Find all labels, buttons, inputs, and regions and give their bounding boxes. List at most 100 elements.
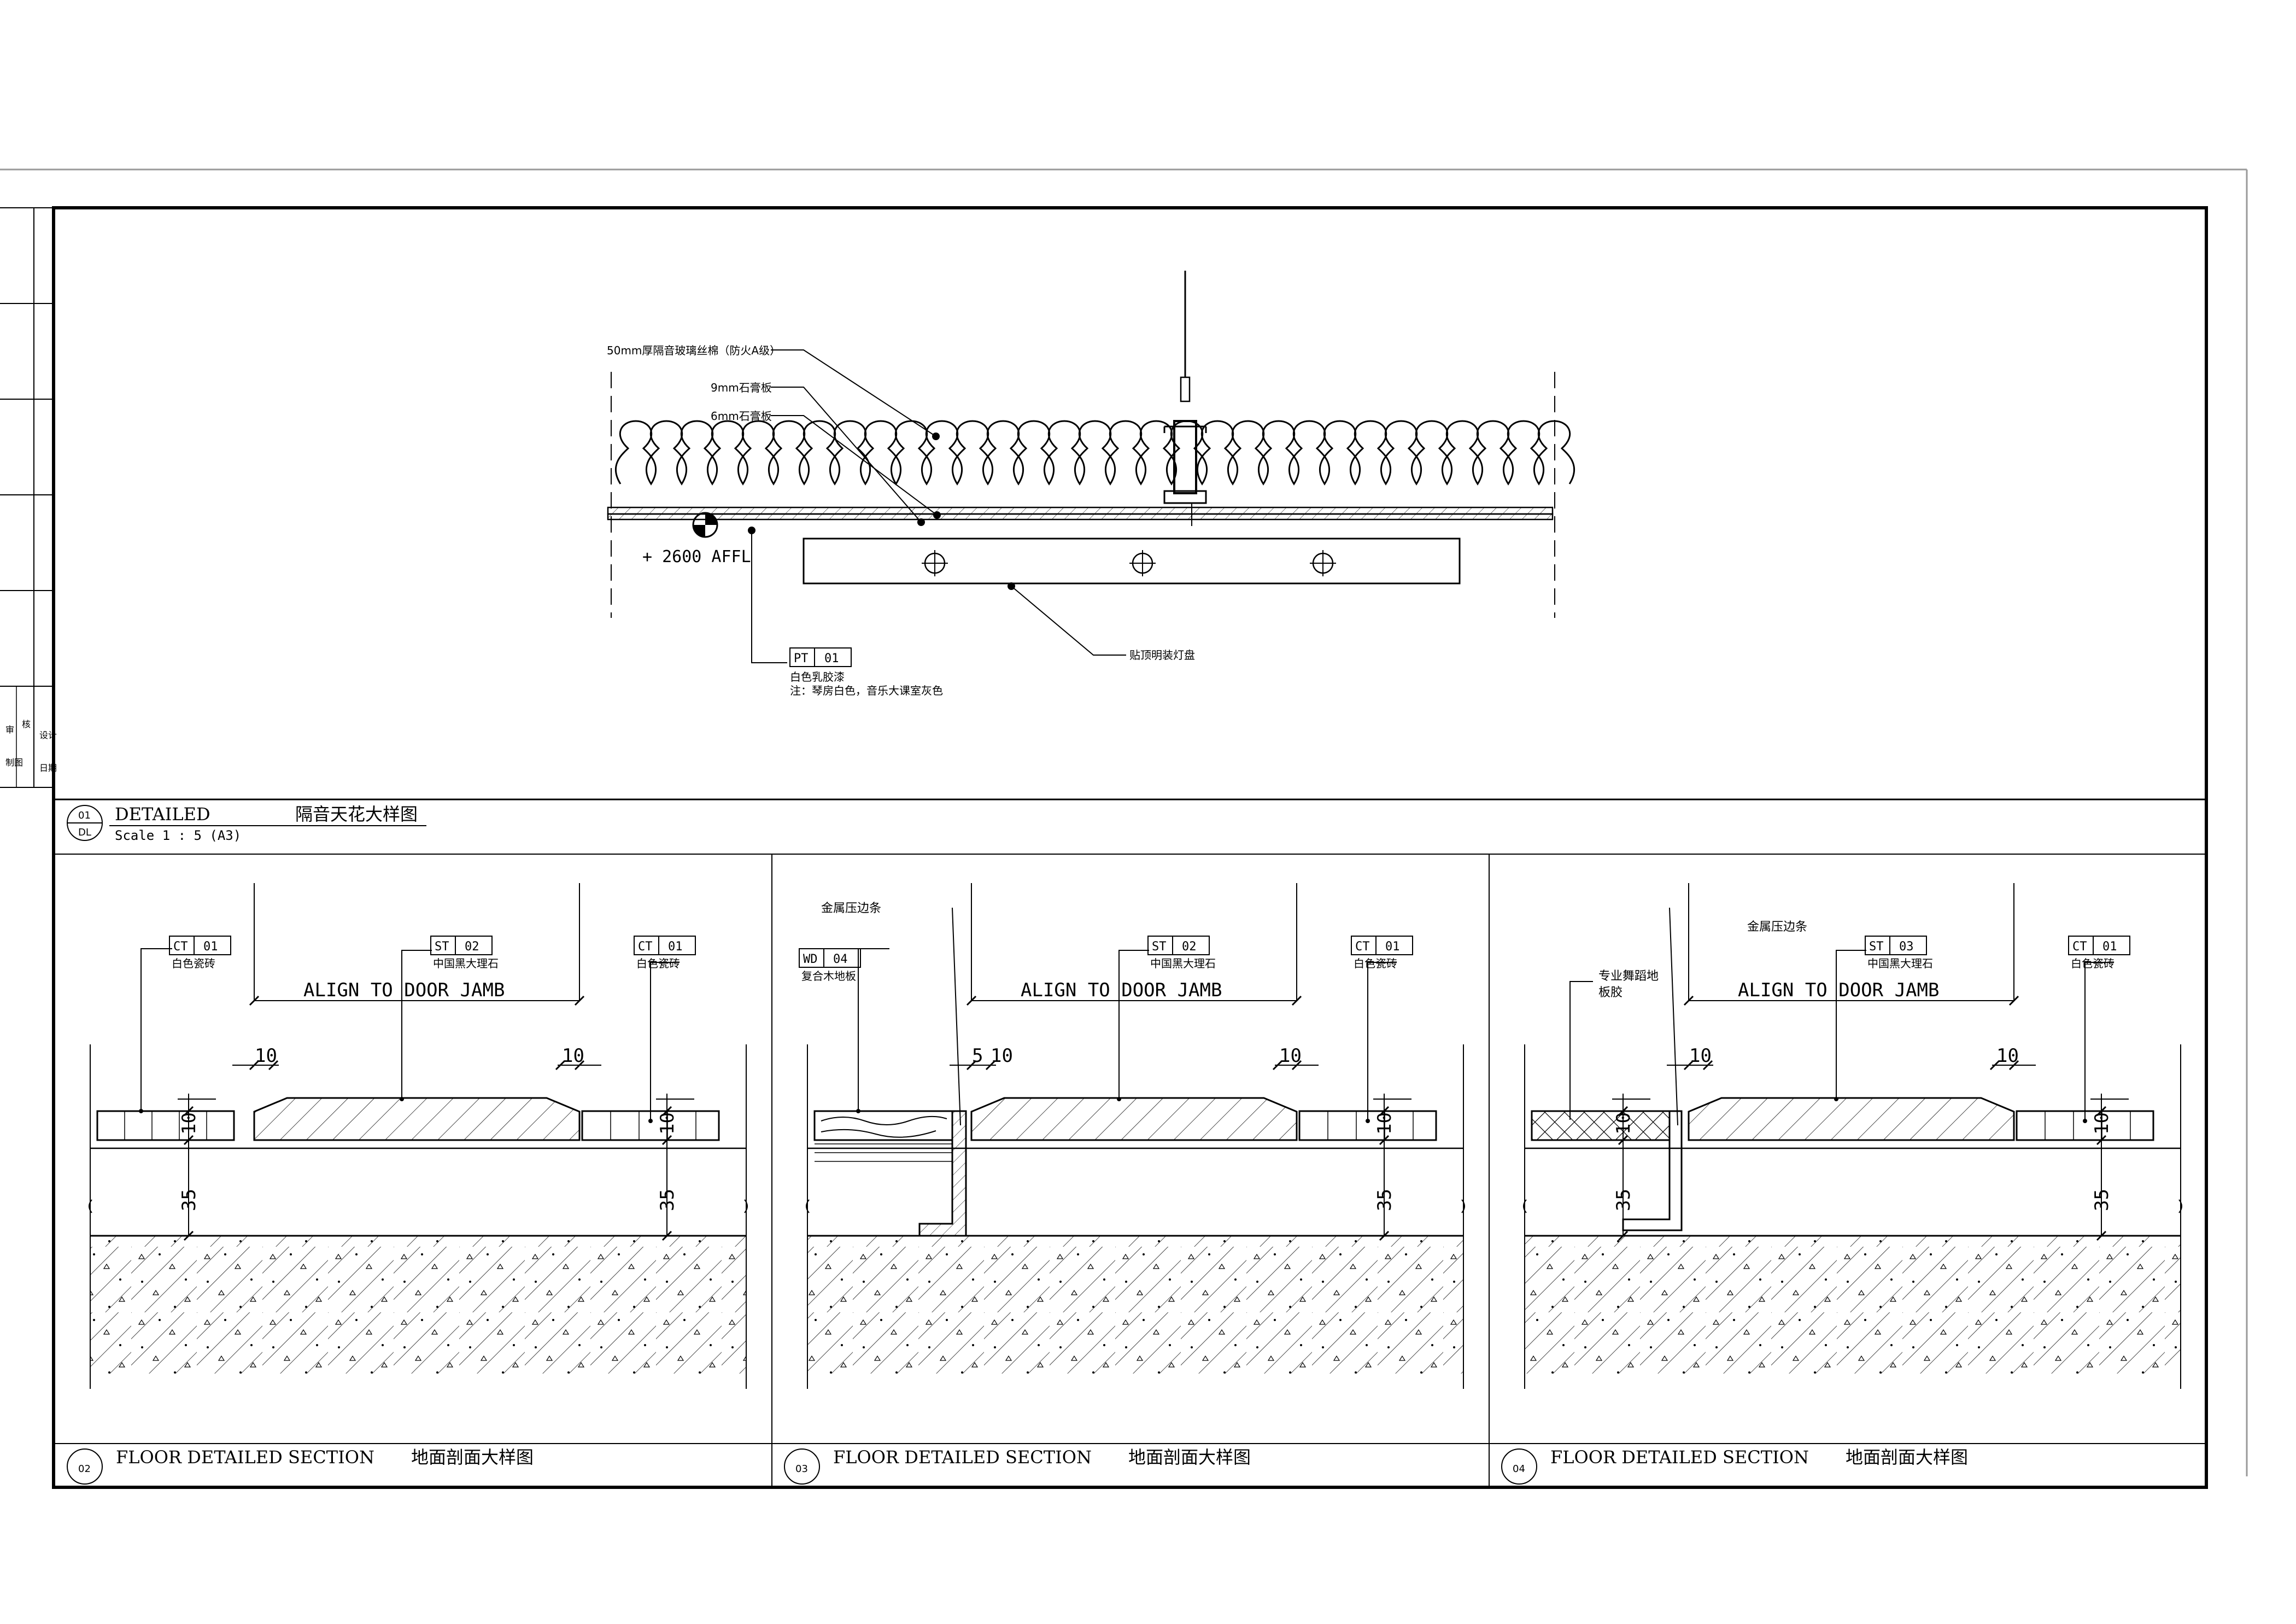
- tag-code: CT: [2072, 940, 2087, 954]
- tag-num: 01: [668, 940, 683, 954]
- tag-code: ST: [1152, 940, 1167, 954]
- title-cn: 地面剖面大样图: [411, 1447, 534, 1468]
- dim-text: 10: [1279, 1045, 1302, 1067]
- tag-desc: 白色瓷砖: [2071, 957, 2115, 970]
- break-mark: [2178, 1199, 2182, 1213]
- title-bubble: [67, 1448, 103, 1485]
- drawing-stroke: [966, 995, 977, 1006]
- drawing-stroke: [183, 1135, 194, 1146]
- drawing-stroke: [661, 1230, 672, 1241]
- tag-box: [1351, 936, 1413, 955]
- tag-code: PT: [794, 652, 809, 665]
- stamp-text: 日期: [39, 763, 57, 773]
- dance-floor: [1531, 1110, 1671, 1141]
- dim-text: 10: [657, 1112, 678, 1135]
- callout-insulation: 50mm厚隔音玻璃丝棉（防火A级）: [607, 344, 781, 357]
- detail-title-01: 01 DL DETAILED 隔音天花大样图 Scale 1 : 5 (A3): [67, 804, 426, 843]
- bolt-icon: [922, 550, 948, 576]
- tag-desc: 白色乳胶漆: [790, 670, 845, 684]
- wood-grain: [821, 1115, 947, 1138]
- title-num: 02: [78, 1463, 91, 1475]
- dim-text: 10: [1996, 1045, 2019, 1067]
- material-tag: PT 01: [789, 647, 852, 667]
- tag-box: [2068, 936, 2130, 955]
- tag-code: CT: [1355, 940, 1370, 954]
- drawing-stroke: [1379, 1230, 1390, 1241]
- metal-trim: [918, 1110, 967, 1237]
- tag-box: [634, 936, 696, 955]
- tag-desc: 白色瓷砖: [1354, 957, 1397, 970]
- metal-label: 金属压边条: [1747, 920, 1807, 934]
- drawing-stroke: [183, 1106, 194, 1117]
- title-ref: DL: [78, 827, 91, 838]
- tag-box: [1865, 936, 1927, 955]
- drawing-stroke: [555, 1060, 566, 1071]
- tag-num: 02: [465, 940, 479, 954]
- drawing-stroke: [268, 1060, 279, 1071]
- tag-desc: 中国黑大理石: [1150, 957, 1216, 970]
- title-num: 04: [1513, 1463, 1525, 1475]
- dim-text: 35: [657, 1189, 678, 1211]
- break-mark: [1461, 1199, 1465, 1213]
- level-marker-icon: [692, 512, 718, 538]
- leader: [1118, 950, 1149, 1099]
- tag-box: [169, 936, 231, 955]
- drawing-stroke: [1618, 1135, 1629, 1146]
- leader-dot: [139, 1109, 143, 1113]
- tag-note: 注：琴房白色，音乐大课室灰色: [790, 684, 943, 697]
- left-tile: [96, 1110, 235, 1141]
- drawing-stroke: [249, 1060, 260, 1071]
- leader: [858, 948, 889, 1111]
- drawing-stroke: [1291, 995, 1302, 1006]
- tag-box: [430, 936, 493, 955]
- title-num: 03: [795, 1463, 808, 1475]
- tag-box: [1147, 936, 1210, 955]
- break-mark: [89, 1199, 92, 1213]
- leader: [140, 948, 172, 1111]
- tag-num: 03: [1899, 940, 1914, 954]
- leader: [401, 950, 432, 1099]
- drawing-stroke: [2096, 1135, 2107, 1146]
- metal-label: 金属压边条: [821, 902, 881, 915]
- dim-text: 10: [178, 1112, 200, 1135]
- drawing-stroke: [1683, 995, 1694, 1006]
- drawing-stroke: [1989, 1060, 2000, 1071]
- leader: [2084, 962, 2114, 1121]
- note-text: 板胶: [1598, 986, 1623, 1000]
- drawing-stroke: [2096, 1106, 2107, 1117]
- drawing-stroke: [985, 1060, 996, 1071]
- leader: [1367, 962, 1397, 1121]
- stamp-text: 制图: [5, 757, 23, 768]
- tag-desc: 白色瓷砖: [636, 957, 680, 970]
- drawing-stroke: [1379, 1106, 1390, 1117]
- tag-desc: 白色瓷砖: [172, 957, 215, 970]
- break-mark: [1523, 1199, 1527, 1213]
- leader: [1669, 907, 1678, 1126]
- concrete-slab: [807, 1236, 1463, 1374]
- drawing-stroke: [1379, 1135, 1390, 1146]
- title-bubble: [1501, 1448, 1537, 1485]
- bolt-icon: [1129, 550, 1156, 576]
- align-label: ALIGN TO DOOR JAMB: [303, 979, 505, 1001]
- dim-text: 35: [1374, 1189, 1396, 1211]
- dim-text: 10: [255, 1045, 277, 1067]
- stone-threshold: [253, 1097, 581, 1141]
- tag-code: CT: [173, 940, 188, 954]
- drawing-stroke: [1618, 1106, 1629, 1117]
- leader: [650, 962, 680, 1121]
- bolt-icon: [1310, 550, 1336, 576]
- leader: [952, 907, 961, 1126]
- leader-dot: [1366, 1119, 1370, 1123]
- leader-dot: [648, 1119, 653, 1123]
- break-mark: [744, 1199, 748, 1213]
- tag-code: ST: [1869, 940, 1884, 954]
- title-cn: 隔音天花大样图: [295, 804, 418, 825]
- title-cn: 地面剖面大样图: [1846, 1447, 1968, 1468]
